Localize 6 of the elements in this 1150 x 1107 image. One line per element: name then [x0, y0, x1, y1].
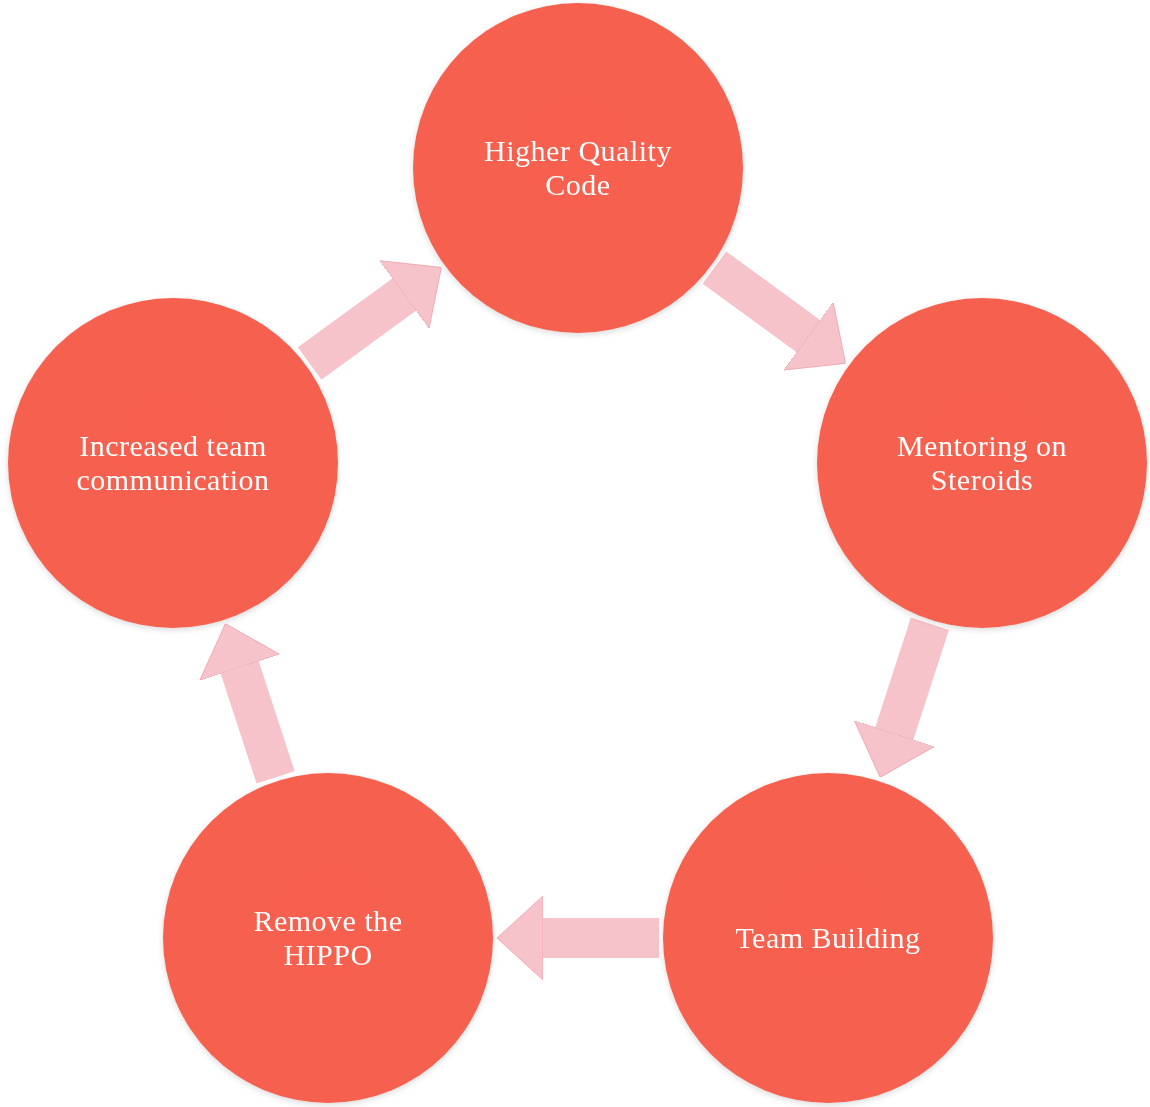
node-label: Mentoring on Steroids: [895, 429, 1069, 497]
block-arrow: [496, 895, 659, 981]
node-label: Higher Quality Code: [483, 134, 673, 202]
node-label: Remove the HIPPO: [252, 904, 404, 972]
node-label: Increased team communication: [75, 429, 271, 497]
node-label: Team Building: [734, 921, 922, 955]
